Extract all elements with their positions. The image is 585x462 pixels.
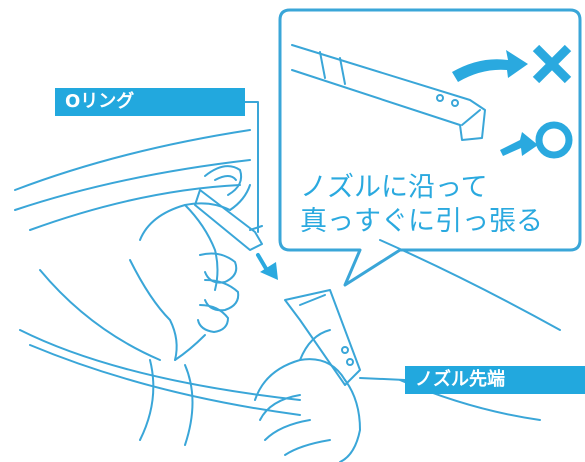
- right-hand: [254, 289, 361, 462]
- callout-line-1: ノズルに沿って: [300, 172, 488, 203]
- nozzle-tip-leader-line: [359, 377, 406, 381]
- oring-leader-line: [244, 101, 259, 233]
- callout-line-2: 真っすぐに引っ張る: [300, 206, 543, 237]
- wrong-direction-arrow: [452, 50, 528, 82]
- speech-bubble: [278, 8, 582, 287]
- left-hand: [129, 184, 251, 446]
- nozzle-closeup: [291, 44, 486, 141]
- pull-arrow: [256, 253, 278, 280]
- wrong-mark-icon: [532, 44, 572, 84]
- nozzle-base: [194, 165, 263, 251]
- correct-mark-icon: [535, 121, 573, 159]
- correct-direction-arrow: [500, 132, 538, 156]
- oring-label: Oリング: [55, 88, 245, 116]
- nozzle-tip-label: ノズル先端: [405, 366, 585, 394]
